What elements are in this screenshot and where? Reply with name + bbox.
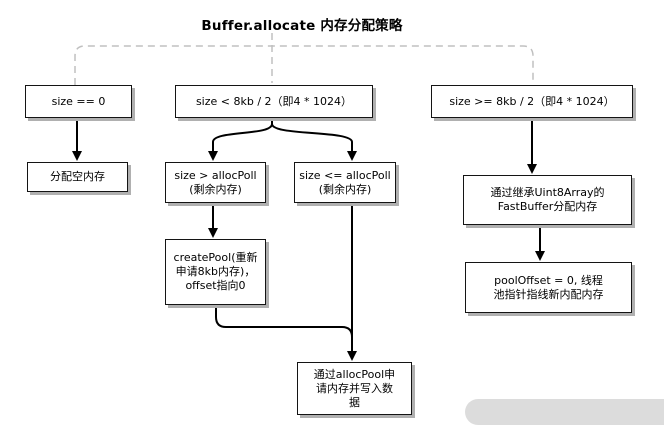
edge-createpool-merge bbox=[215, 305, 353, 338]
arrowhead-icon bbox=[208, 151, 218, 161]
node-allocpool-write: 通过allocPool申 请内存并写入数 据 bbox=[297, 362, 412, 415]
node-label: 申请8kb内存)， bbox=[175, 265, 256, 278]
node-label: 分配空内存 bbox=[50, 170, 105, 183]
edge-small-to-gt bbox=[212, 118, 273, 151]
decorative-gray-bar bbox=[465, 399, 664, 425]
node-size-eq-0: size == 0 bbox=[25, 85, 132, 118]
node-size-lt-half-8kb: size < 8kb / 2（即4 * 1024） bbox=[175, 85, 373, 118]
arrowhead-icon bbox=[208, 228, 218, 238]
node-label: FastBuffer分配内存 bbox=[497, 200, 598, 213]
node-fastbuffer-alloc: 通过继承Uint8Array的 FastBuffer分配内存 bbox=[463, 175, 632, 225]
node-label: 通过allocPool申 bbox=[313, 367, 396, 381]
node-size-gt-allocpoll: size > allocPoll (剩余内存) bbox=[165, 162, 266, 203]
arrowhead-icon bbox=[527, 164, 537, 174]
node-createpool: createPool(重新 申请8kb内存)， offset指向0 bbox=[165, 239, 266, 305]
node-size-le-allocpoll: size <= allocPoll (剩余内存) bbox=[294, 162, 396, 203]
node-label: offset指向0 bbox=[185, 279, 246, 292]
edge-small-to-le bbox=[271, 118, 353, 151]
node-label: size >= 8kb / 2（即4 * 1024） bbox=[449, 94, 615, 108]
node-label: createPool(重新 bbox=[173, 251, 258, 264]
node-label: size <= allocPoll bbox=[299, 168, 391, 182]
dashed-edge-branch-rail bbox=[74, 45, 534, 85]
node-label: 池指针指线新内配内存 bbox=[493, 287, 604, 301]
arrowhead-icon bbox=[347, 351, 357, 361]
node-label: size > allocPoll bbox=[174, 168, 257, 182]
arrowhead-icon bbox=[535, 251, 545, 261]
node-label: 请内存并写入数 bbox=[316, 381, 393, 395]
node-label: (剩余内存) bbox=[189, 182, 242, 196]
node-label: poolOffset = 0, 线程 bbox=[494, 273, 603, 287]
node-label: size == 0 bbox=[51, 94, 106, 108]
node-label: 通过继承Uint8Array的 bbox=[490, 186, 605, 199]
node-label: (剩余内存) bbox=[318, 182, 372, 196]
node-pooloffset-reset: poolOffset = 0, 线程 池指针指线新内配内存 bbox=[465, 262, 632, 313]
arrowhead-icon bbox=[72, 151, 82, 161]
node-label: 据 bbox=[349, 395, 360, 409]
arrowhead-icon bbox=[347, 151, 357, 161]
node-label: size < 8kb / 2（即4 * 1024） bbox=[195, 94, 353, 108]
node-size-ge-half-8kb: size >= 8kb / 2（即4 * 1024） bbox=[431, 85, 633, 118]
diagram-title: Buffer.allocate 内存分配策略 bbox=[201, 18, 403, 34]
node-alloc-empty-memory: 分配空内存 bbox=[27, 162, 128, 192]
